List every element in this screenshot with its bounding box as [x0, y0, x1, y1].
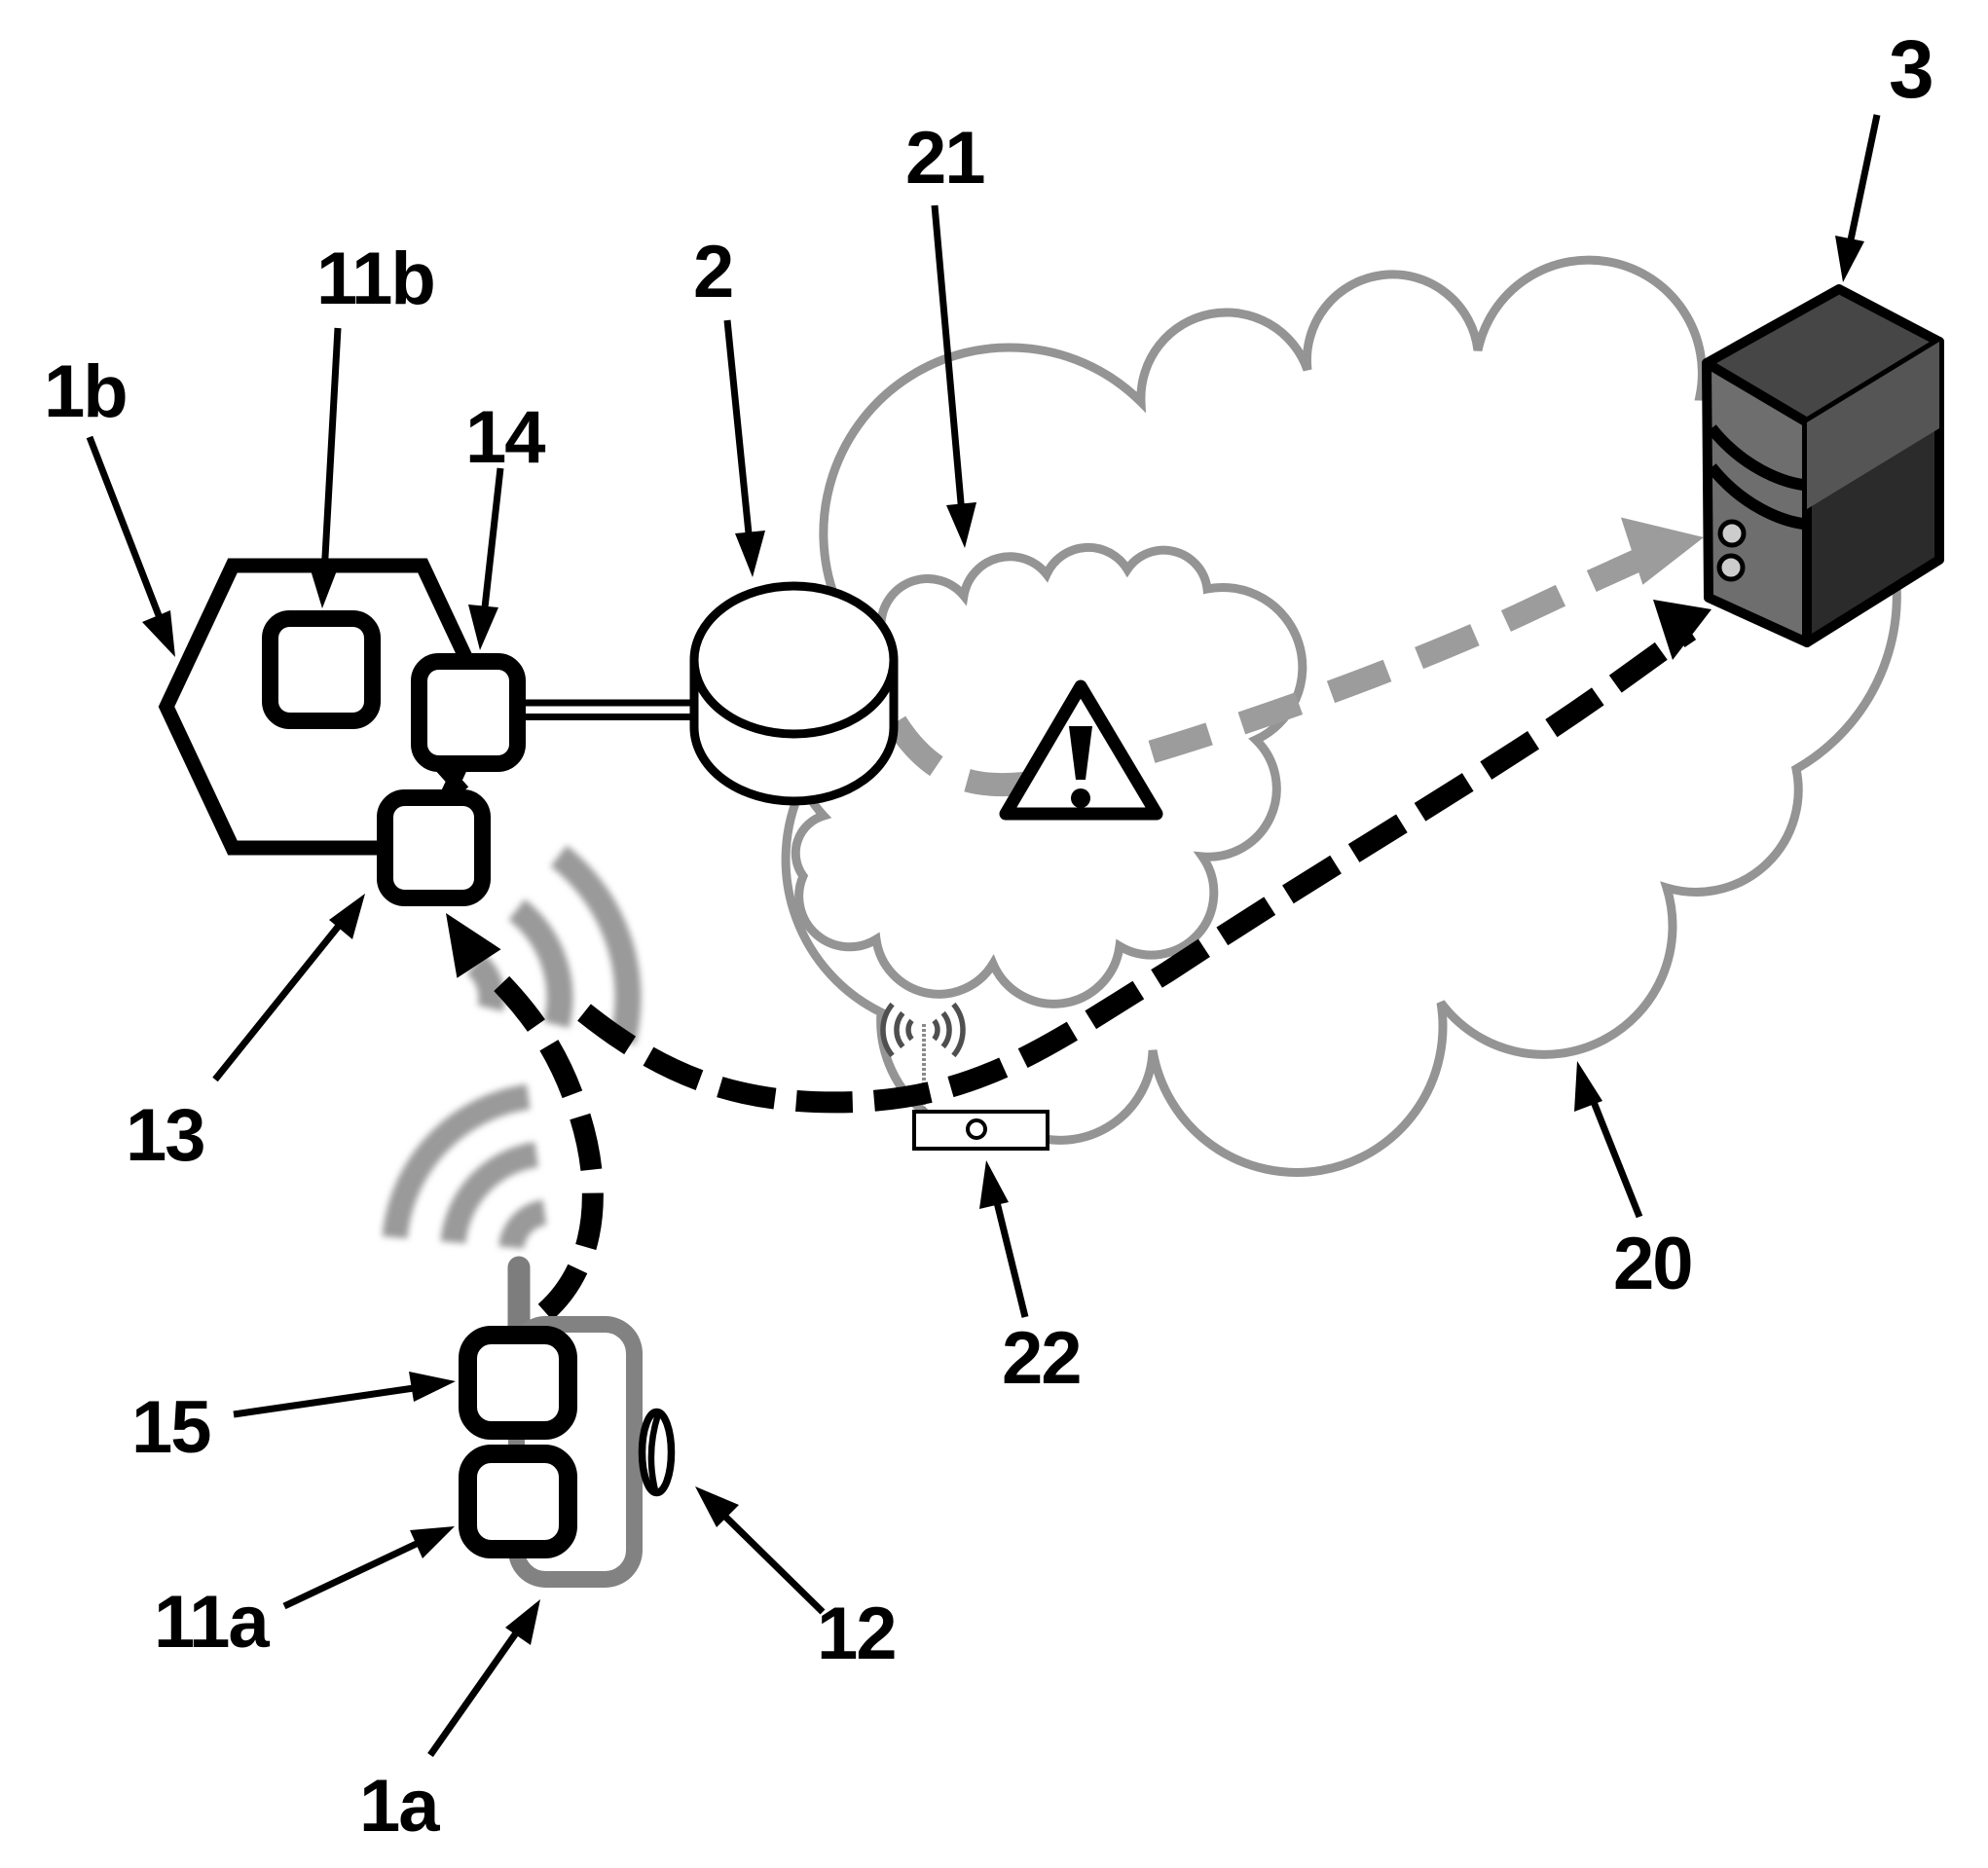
svg-text:13: 13 [126, 1094, 204, 1177]
svg-text:3: 3 [1889, 23, 1933, 115]
svg-text:1a: 1a [359, 1765, 440, 1848]
svg-text:11b: 11b [316, 238, 434, 320]
svg-text:11a: 11a [154, 1581, 270, 1664]
svg-text:15: 15 [131, 1386, 210, 1469]
svg-text:21: 21 [905, 117, 984, 200]
svg-text:12: 12 [817, 1593, 896, 1675]
svg-text:22: 22 [1002, 1317, 1081, 1400]
svg-text:14: 14 [465, 396, 545, 479]
svg-text:20: 20 [1613, 1223, 1692, 1305]
svg-text:2: 2 [693, 231, 732, 313]
svg-text:1b: 1b [44, 350, 127, 433]
